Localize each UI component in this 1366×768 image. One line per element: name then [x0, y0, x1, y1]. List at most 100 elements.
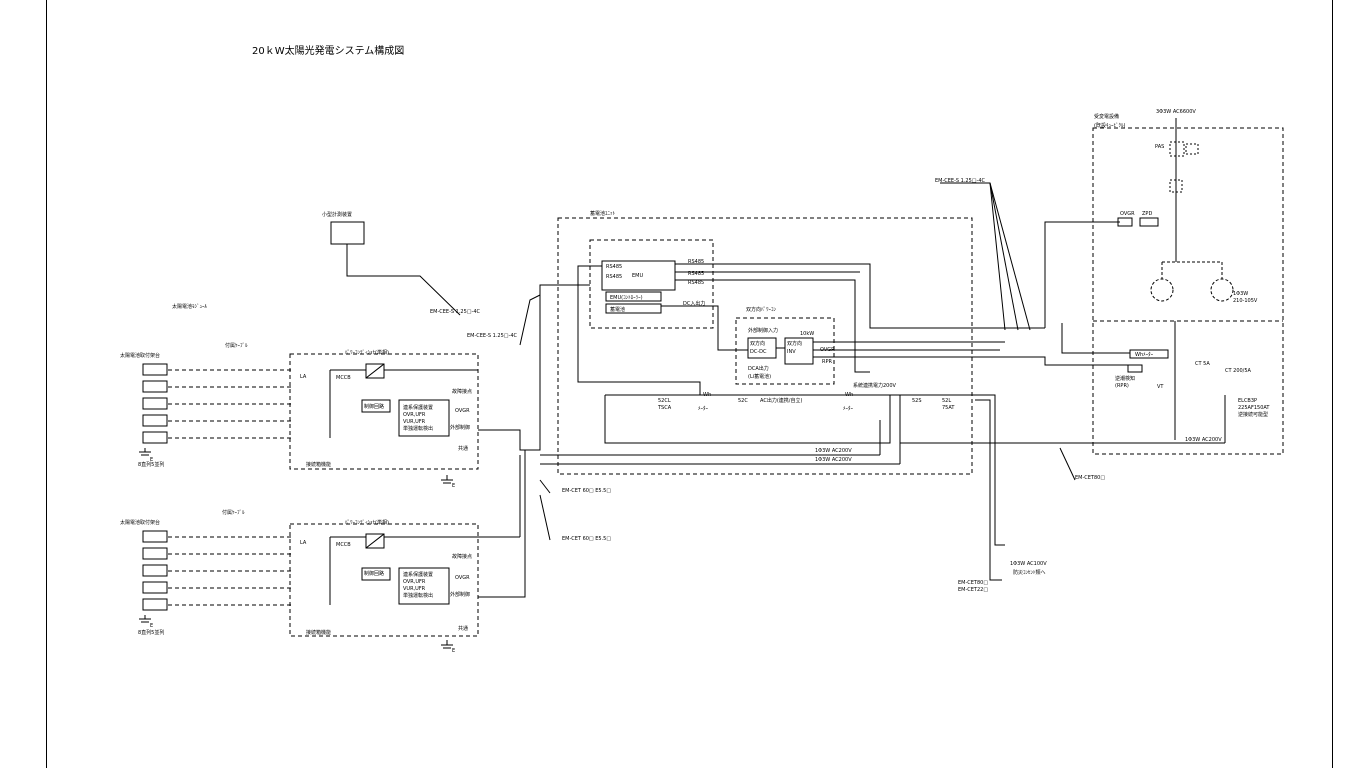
protection-2-line-1: 連系保護装置	[403, 571, 433, 578]
ac-out-label: AC出力(連携/自立)	[760, 397, 802, 404]
ovgr-1: OVGR	[455, 408, 470, 414]
cable-cet-1: EM-CET 60□ E5.5□	[562, 488, 611, 494]
protection-box-1	[398, 399, 450, 437]
elcb-note-label: 逆接続可能型	[1238, 411, 1268, 418]
control-circuit-2	[361, 567, 391, 581]
ct-main-label: CT 5A	[1195, 361, 1210, 367]
ems-controller-label: EMU(ｺﾝﾄﾛｰﾗｰ)	[610, 295, 643, 301]
cable-cee-2: EM-CEE-S 1.25□-4C	[467, 333, 517, 339]
elcb-label: ELCB3P	[1238, 398, 1257, 404]
tr-label-2: 210-105V	[1233, 298, 1258, 304]
ac200-label-2: 1Φ3W AC200V	[815, 457, 852, 463]
junction-label-1: 接続箱機能	[306, 461, 331, 468]
inv-kw-label: 10kW	[800, 331, 814, 337]
bidir-pcs-group	[735, 317, 835, 385]
s2s-label: 52S	[912, 398, 922, 404]
l75at-label: 75AT	[942, 405, 955, 411]
pcs-unit-2	[289, 523, 479, 637]
cable-cet-80-2: EM-CET80□	[958, 580, 988, 586]
grid-label: 系統連携電力200V	[853, 382, 897, 389]
page-title: 20ｋW太陽光発電システム構成図	[252, 46, 405, 57]
vt-label: VT	[1157, 384, 1164, 390]
protection-1-line-4: 単独運転検出	[403, 425, 433, 432]
control-circuit-1	[361, 399, 391, 413]
pcs-label-1: ﾊﾟﾜｰｺﾝﾃﾞｨｼｮﾅ(単相)	[345, 349, 389, 356]
small-meter-box	[330, 221, 365, 245]
ovgr-hv-label: OVGR	[1120, 211, 1135, 217]
drawing-sheet	[46, 0, 1333, 768]
ac100-label: 1Φ3W AC100V	[1010, 561, 1047, 567]
ext-control-2: 外部制御	[450, 591, 470, 598]
rs485-label-1: RS485	[606, 264, 622, 270]
pas-switch	[1169, 141, 1185, 157]
rpr-small-label: RPR	[822, 359, 832, 365]
ext-control-1: 外部制御	[450, 424, 470, 431]
pv-strings-2	[168, 536, 292, 606]
ground-label-2: E	[452, 483, 455, 489]
mccb-label-1: MCCB	[336, 375, 351, 381]
reverse-relay-label: 逆潮検知	[1115, 375, 1135, 382]
ac100-feed	[980, 394, 1005, 546]
wh-meter-label: Whﾒｰﾀｰ	[1135, 352, 1154, 358]
wh-label-2: Wh	[845, 392, 853, 398]
cable-cee-3: EM-CEE-S 1.25□-4C	[935, 178, 985, 184]
s2cl-label: 52CL	[658, 398, 671, 404]
tsca-label: TSCA	[657, 405, 672, 411]
rpr-hv-label: (RPR)	[1115, 383, 1129, 389]
pcs-unit-1	[289, 353, 479, 470]
fault-contact-2: 故障接点	[452, 553, 472, 560]
ovgr-2: OVGR	[455, 575, 470, 581]
ems-label: EMU	[632, 273, 643, 279]
dc-out-label: DC入出力	[683, 300, 705, 307]
storage-label: 蓄電池ﾕﾆｯﾄ	[590, 210, 616, 217]
ems-controller-box	[605, 291, 662, 302]
common-2: 共通	[458, 625, 468, 632]
s2l-label: 52L	[942, 398, 951, 404]
protection-2-line-2: OVR,UFR	[403, 579, 426, 585]
cable-label-1: 付属ｹｰﾌﾞﾙ	[225, 342, 248, 349]
pcs1-output	[478, 284, 590, 451]
pcs-label-2: ﾊﾟﾜｰｺﾝﾃﾞｨｼｮﾅ(単相)	[345, 519, 389, 526]
bidir-pcs-label: 双方向ﾊﾟﾜｰｺﾝ	[746, 306, 777, 313]
rs485-label-5: RS485	[688, 280, 704, 286]
dcdc-label-1: 双方向	[750, 340, 765, 347]
meter-cable	[346, 244, 461, 316]
mccb-label-2: MCCB	[336, 542, 351, 548]
bidir-inv-box	[784, 337, 814, 365]
inverter-2	[365, 533, 385, 549]
meter-label-1: ﾒｰﾀｰ	[698, 406, 709, 412]
pv-strings-1	[168, 369, 292, 439]
wh-meter-box	[1129, 349, 1169, 359]
cable-cet-22: EM-CET22□	[958, 587, 988, 593]
zpd-label: ZPD	[1142, 211, 1152, 217]
li-battery-label: (Li蓄電池)	[748, 373, 771, 380]
cable-label-2: 付属ｹｰﾌﾞﾙ	[222, 509, 245, 516]
control-label-2: 制御回路	[364, 570, 384, 577]
common-1: 共通	[458, 445, 468, 452]
storage-unit	[557, 217, 973, 475]
pv-modules-1	[142, 363, 168, 444]
substation-label: 受変電設備	[1094, 113, 1119, 120]
cable-cet-80-1: EM-CET80□	[1075, 475, 1105, 481]
battery-label: 蓄電池	[610, 306, 625, 313]
protection-1-line-1: 連系保護装置	[403, 404, 433, 411]
substation-sub-label: (既設ｷｭｰﾋﾞｸﾙ)	[1094, 122, 1125, 129]
rs485-label-2: RS485	[606, 274, 622, 280]
pv-module-label: 太陽電池ﾓｼﾞｭｰﾙ	[172, 303, 208, 310]
series-label-2: 8直列5並列	[138, 629, 164, 636]
ovgr-relay	[1117, 217, 1133, 227]
meter-label-2: ﾒｰﾀｰ	[843, 406, 854, 412]
ground-label-1: E	[150, 457, 153, 463]
transformer-2	[1210, 278, 1234, 302]
inverter-1	[365, 363, 385, 379]
protection-2-line-4: 単独運転検出	[403, 592, 433, 599]
ac200-label-3: 1Φ3W AC200V	[1185, 437, 1222, 443]
protection-1-line-3: VUR,UFR	[403, 419, 426, 425]
ems-box	[601, 260, 676, 291]
battery-box	[605, 303, 662, 314]
ct-200-label: CT 200/5A	[1225, 368, 1252, 374]
array-mount-label-1: 太陽電池取付架台	[120, 352, 160, 359]
protection-1-line-2: OVR,UFR	[403, 412, 426, 418]
inv-label-1: 双方向	[787, 340, 802, 347]
array-mount-label-2: 太陽電池取付架台	[120, 519, 160, 526]
